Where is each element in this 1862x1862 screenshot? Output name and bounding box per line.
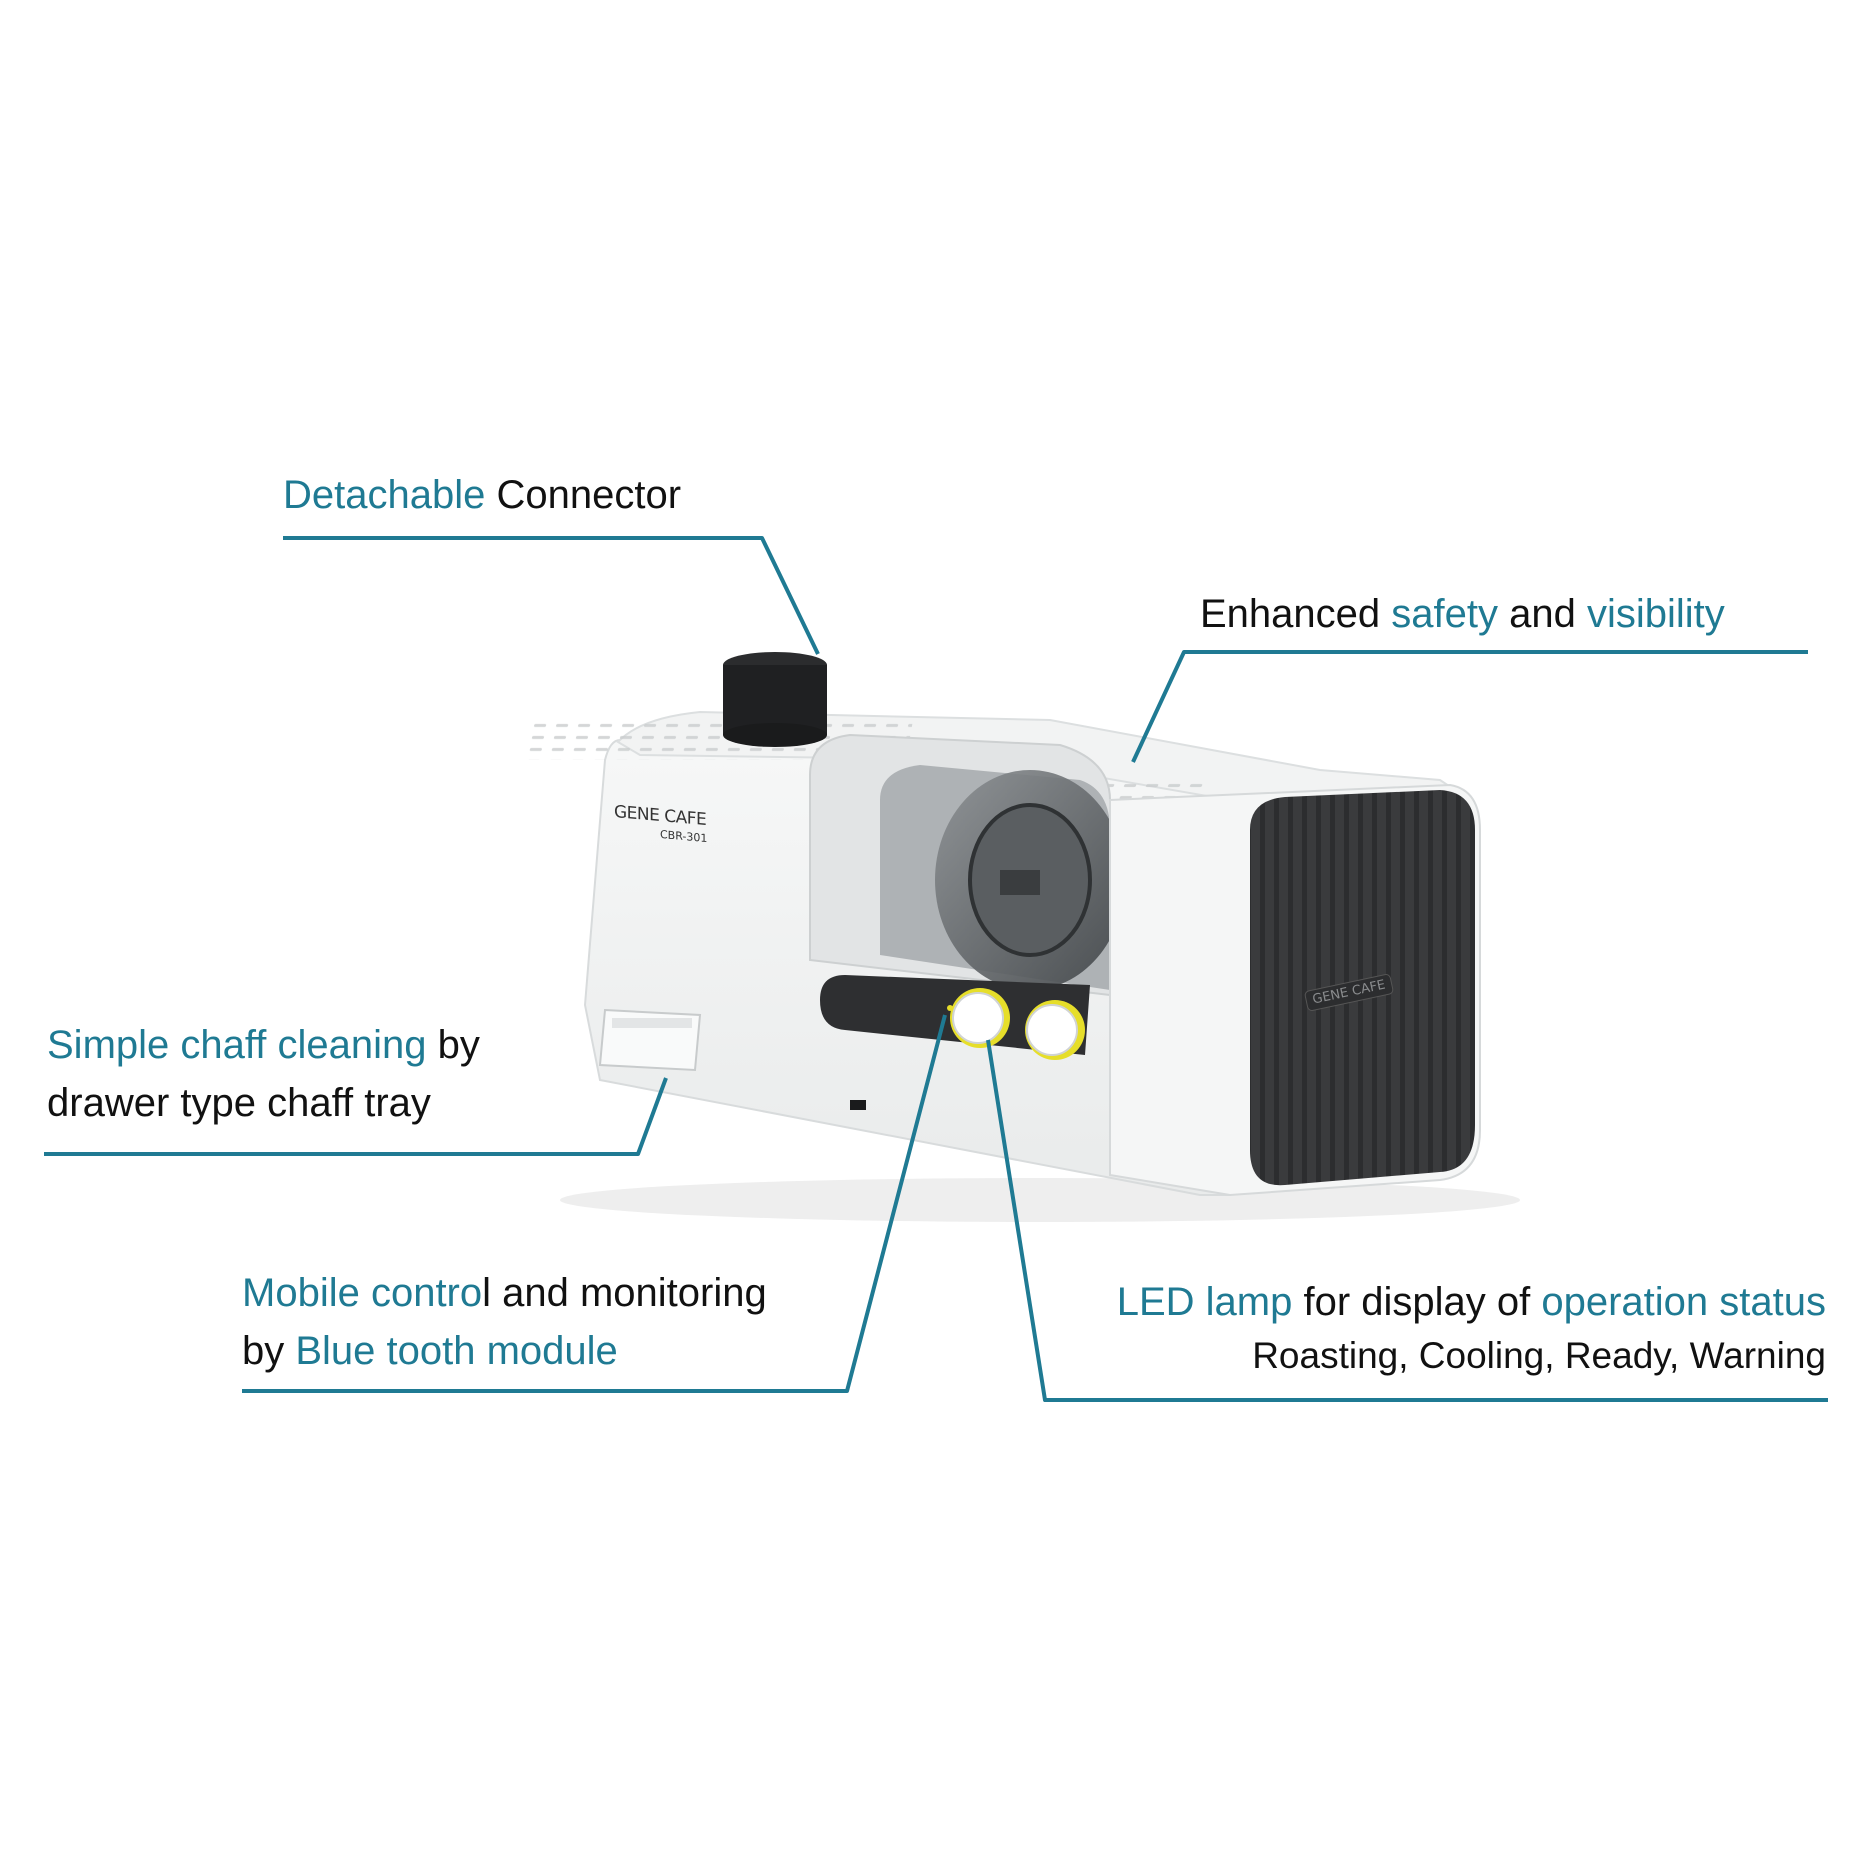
- leader-mobile: [242, 1014, 947, 1393]
- leader-led: [986, 1039, 1828, 1402]
- callout-mobile-highlight-2: Blue tooth module: [295, 1329, 618, 1373]
- callout-chaff-text: by: [426, 1023, 480, 1067]
- callout-led-text-1: for display of: [1292, 1280, 1542, 1324]
- callout-mobile-highlight-1: Mobile contro: [242, 1271, 483, 1315]
- callout-lines: [44, 536, 1828, 1402]
- callout-led-line-1: LED lamp for display of operation status: [1117, 1273, 1826, 1331]
- callout-safety: Enhanced safety and visibility: [1200, 585, 1725, 643]
- leader-connector: [283, 536, 820, 655]
- callout-led-highlight-2: operation status: [1541, 1280, 1826, 1324]
- callout-led: LED lamp for display of operation status…: [1117, 1273, 1826, 1381]
- callout-connector-highlight: Detachable: [283, 473, 486, 517]
- callout-mobile-text-1: l and monitoring: [482, 1271, 767, 1315]
- callout-connector: Detachable Connector: [283, 466, 681, 524]
- callout-safety-text-1: Enhanced: [1200, 592, 1392, 636]
- callout-mobile-line-2: by Blue tooth module: [242, 1322, 767, 1380]
- knob-left[interactable]: [952, 992, 1004, 1044]
- leader-safety: [1131, 650, 1808, 763]
- callout-mobile-line-1: Mobile control and monitoring: [242, 1264, 767, 1322]
- callout-safety-highlight-2: visibility: [1586, 592, 1725, 636]
- callout-mobile: Mobile control and monitoring by Blue to…: [242, 1264, 767, 1380]
- callout-safety-text-2: and: [1498, 592, 1587, 636]
- callout-connector-text: Connector: [485, 473, 682, 517]
- callout-chaff-line-1: Simple chaff cleaning by: [47, 1016, 480, 1074]
- callout-safety-highlight-1: safety: [1391, 592, 1498, 636]
- drum-mixer: [1000, 870, 1040, 895]
- callout-led-highlight-1: LED lamp: [1116, 1280, 1293, 1324]
- callout-chaff-highlight: Simple chaff cleaning: [47, 1023, 427, 1067]
- callout-chaff-line-2: drawer type chaff tray: [47, 1081, 431, 1125]
- leader-chaff: [44, 1077, 668, 1156]
- knob-right[interactable]: [1026, 1004, 1078, 1056]
- callout-chaff: Simple chaff cleaning by drawer type cha…: [47, 1016, 480, 1132]
- callout-mobile-text-2: by: [242, 1329, 296, 1373]
- usb-port: [850, 1100, 866, 1110]
- callout-led-status-list: Roasting, Cooling, Ready, Warning: [1252, 1335, 1826, 1376]
